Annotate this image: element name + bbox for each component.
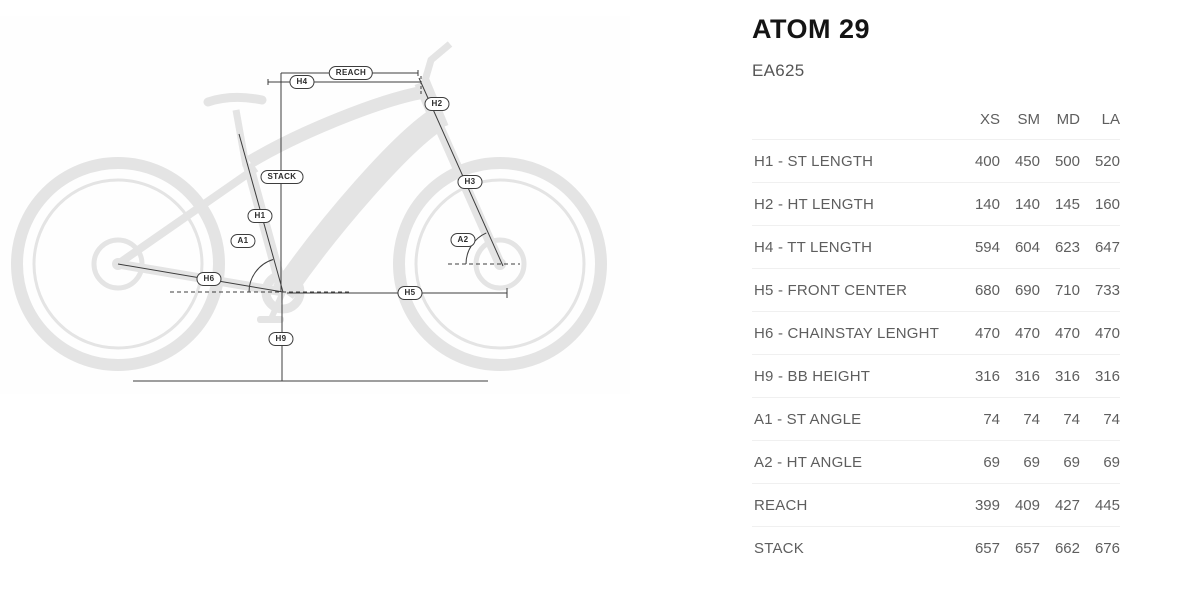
cell-value: 316 xyxy=(1040,354,1080,398)
table-row: H1 - ST LENGTH 400 450 500 520 xyxy=(752,139,1120,183)
cell-value: 445 xyxy=(1080,483,1120,527)
cell-value: 690 xyxy=(1000,268,1040,312)
dim-label-h5: H5 xyxy=(397,286,423,300)
cell-value: 450 xyxy=(1000,139,1040,183)
row-label: H9 - BB HEIGHT xyxy=(752,354,960,398)
cell-value: 470 xyxy=(1080,311,1120,355)
cell-value: 316 xyxy=(960,354,1000,398)
cell-value: 69 xyxy=(1040,440,1080,484)
cell-value: 399 xyxy=(960,483,1000,527)
cell-value: 69 xyxy=(1000,440,1040,484)
row-label: H1 - ST LENGTH xyxy=(752,139,960,183)
table-row: REACH 399 409 427 445 xyxy=(752,483,1120,527)
bike-illustration xyxy=(11,41,607,371)
cell-value: 316 xyxy=(1080,354,1120,398)
cell-value: 140 xyxy=(960,182,1000,226)
cell-value: 140 xyxy=(1000,182,1040,226)
cell-value: 657 xyxy=(960,526,1000,569)
col-header-sm: SM xyxy=(1017,110,1041,128)
cell-value: 520 xyxy=(1080,139,1120,183)
dim-label-reach: REACH xyxy=(328,66,374,80)
dim-label-a2: A2 xyxy=(450,233,476,247)
dim-label-a1: A1 xyxy=(230,234,256,248)
page-title: ATOM 29 xyxy=(752,14,871,44)
table-header-row: XS SM MD LA xyxy=(752,99,1120,140)
table-row: H4 - TT LENGTH 594 604 623 647 xyxy=(752,225,1120,269)
cell-value: 662 xyxy=(1040,526,1080,569)
cell-value: 145 xyxy=(1040,182,1080,226)
dim-label-h1: H1 xyxy=(247,209,273,223)
table-row: STACK 657 657 662 676 xyxy=(752,526,1120,569)
table-row: A2 - HT ANGLE 69 69 69 69 xyxy=(752,440,1120,484)
row-label: H4 - TT LENGTH xyxy=(752,225,960,269)
dim-label-h2: H2 xyxy=(424,97,450,111)
cell-value: 470 xyxy=(960,311,1000,355)
cell-value: 680 xyxy=(960,268,1000,312)
dimension-lines xyxy=(117,70,520,382)
cell-value: 74 xyxy=(960,397,1000,441)
dim-label-h6: H6 xyxy=(196,272,222,286)
row-label: A1 - ST ANGLE xyxy=(752,397,960,441)
cell-value: 427 xyxy=(1040,483,1080,527)
geometry-panel: ATOM 29 EA625 XS SM MD LA H1 - ST LENGTH… xyxy=(752,14,1122,569)
row-label: STACK xyxy=(752,526,960,569)
cell-value: 657 xyxy=(1000,526,1040,569)
cell-value: 74 xyxy=(1000,397,1040,441)
table-row: H5 - FRONT CENTER 680 690 710 733 xyxy=(752,268,1120,312)
row-label: REACH xyxy=(752,483,960,527)
dim-label-h9: H9 xyxy=(268,332,294,346)
col-header-md: MD xyxy=(1056,110,1080,128)
cell-value: 160 xyxy=(1080,182,1120,226)
col-header-xs: XS xyxy=(979,110,1000,128)
cell-value: 604 xyxy=(1000,225,1040,269)
cell-value: 594 xyxy=(960,225,1000,269)
table-row: A1 - ST ANGLE 74 74 74 74 xyxy=(752,397,1120,441)
cell-value: 647 xyxy=(1080,225,1120,269)
row-label: H6 - CHAINSTAY LENGHT xyxy=(752,311,960,355)
col-header-la: LA xyxy=(1101,110,1120,128)
dim-label-h3: H3 xyxy=(457,175,483,189)
cell-value: 74 xyxy=(1040,397,1080,441)
cell-value: 409 xyxy=(1000,483,1040,527)
cell-value: 500 xyxy=(1040,139,1080,183)
table-row: H6 - CHAINSTAY LENGHT 470 470 470 470 xyxy=(752,311,1120,355)
dim-label-stack: STACK xyxy=(260,170,304,184)
cell-value: 400 xyxy=(960,139,1000,183)
table-row: H2 - HT LENGTH 140 140 145 160 xyxy=(752,182,1120,226)
header-spacer xyxy=(752,99,960,140)
bike-geometry-illustration xyxy=(11,41,607,382)
dim-label-h4: H4 xyxy=(289,75,315,89)
cell-value: 470 xyxy=(1040,311,1080,355)
table-row: H9 - BB HEIGHT 316 316 316 316 xyxy=(752,354,1120,398)
cell-value: 733 xyxy=(1080,268,1120,312)
cell-value: 69 xyxy=(960,440,1000,484)
geometry-table: XS SM MD LA H1 - ST LENGTH 400 450 500 5… xyxy=(752,99,1120,569)
cell-value: 74 xyxy=(1080,397,1120,441)
cell-value: 69 xyxy=(1080,440,1120,484)
row-label: H2 - HT LENGTH xyxy=(752,182,960,226)
model-code: EA625 xyxy=(752,61,805,80)
cell-value: 710 xyxy=(1040,268,1080,312)
cell-value: 623 xyxy=(1040,225,1080,269)
cell-value: 470 xyxy=(1000,311,1040,355)
row-label: A2 - HT ANGLE xyxy=(752,440,960,484)
cell-value: 316 xyxy=(1000,354,1040,398)
row-label: H5 - FRONT CENTER xyxy=(752,268,960,312)
geometry-diagram: H4 REACH H2 STACK H3 H1 A1 A2 H6 H5 H9 xyxy=(0,16,630,394)
cell-value: 676 xyxy=(1080,526,1120,569)
